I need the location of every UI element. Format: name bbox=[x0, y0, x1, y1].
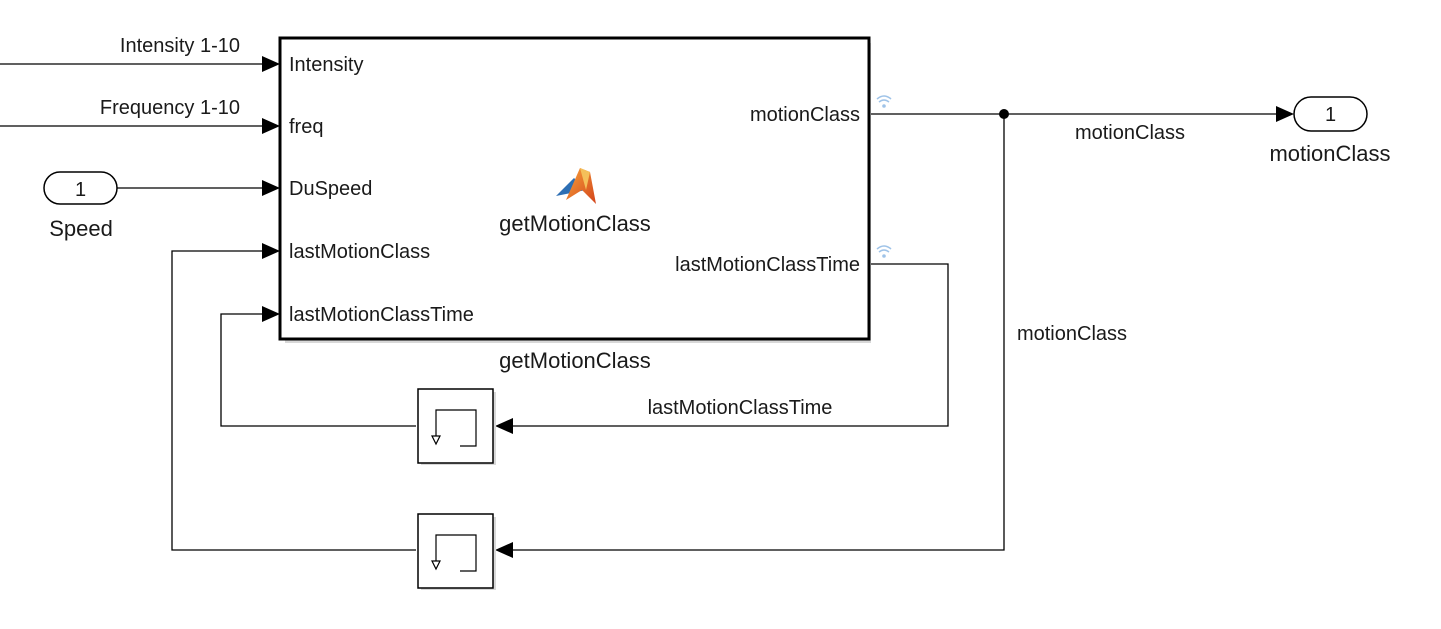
wifi-signal-icon[interactable] bbox=[876, 245, 892, 258]
signal-label-frequency: Frequency 1-10 bbox=[100, 97, 240, 119]
wire-last-motion-class[interactable] bbox=[171, 243, 416, 551]
wire-intensity[interactable] bbox=[0, 56, 280, 72]
wire-frequency[interactable] bbox=[0, 118, 280, 134]
signal-label-motion-class-branch: motionClass bbox=[1017, 323, 1127, 345]
port-input-last-motion-class: lastMotionClass bbox=[289, 241, 430, 263]
wire-speed[interactable] bbox=[117, 180, 280, 196]
unit-delay-icon bbox=[431, 534, 477, 572]
port-input-intensity: Intensity bbox=[289, 54, 363, 76]
inport-speed[interactable]: 1 bbox=[43, 171, 118, 205]
port-input-duspeed: DuSpeed bbox=[289, 178, 372, 200]
function-block-caption: getMotionClass bbox=[499, 348, 651, 373]
unit-delay-block-time[interactable] bbox=[417, 388, 496, 465]
port-input-last-motion-class-time: lastMotionClassTime bbox=[289, 304, 474, 326]
wire-last-time-feedback[interactable] bbox=[495, 263, 949, 434]
outport-name: motionClass bbox=[1269, 141, 1390, 166]
signal-label-intensity: Intensity 1-10 bbox=[120, 35, 240, 57]
unit-delay-block-class[interactable] bbox=[417, 513, 496, 590]
inport-name: Speed bbox=[49, 216, 113, 241]
port-output-last-motion-class-time: lastMotionClassTime bbox=[675, 254, 860, 276]
signal-label-last-time: lastMotionClassTime bbox=[648, 397, 833, 419]
port-input-freq: freq bbox=[289, 116, 323, 138]
port-output-motion-class: motionClass bbox=[750, 104, 860, 126]
wire-motion-class-feedback[interactable] bbox=[495, 114, 1005, 558]
function-block-inner-title: getMotionClass bbox=[499, 211, 651, 236]
wifi-signal-icon[interactable] bbox=[876, 95, 892, 108]
wire-motion-class-out[interactable] bbox=[871, 106, 1294, 122]
inport-number: 1 bbox=[75, 179, 86, 201]
unit-delay-icon bbox=[431, 409, 477, 447]
function-block-get-motion-class[interactable] bbox=[278, 36, 871, 343]
wire-last-motion-class-time[interactable] bbox=[220, 306, 416, 427]
signal-label-motion-class: motionClass bbox=[1075, 122, 1185, 144]
outport-number: 1 bbox=[1325, 104, 1336, 126]
matlab-logo-icon bbox=[556, 168, 596, 204]
outport-motion-class[interactable]: 1 bbox=[1293, 96, 1368, 132]
